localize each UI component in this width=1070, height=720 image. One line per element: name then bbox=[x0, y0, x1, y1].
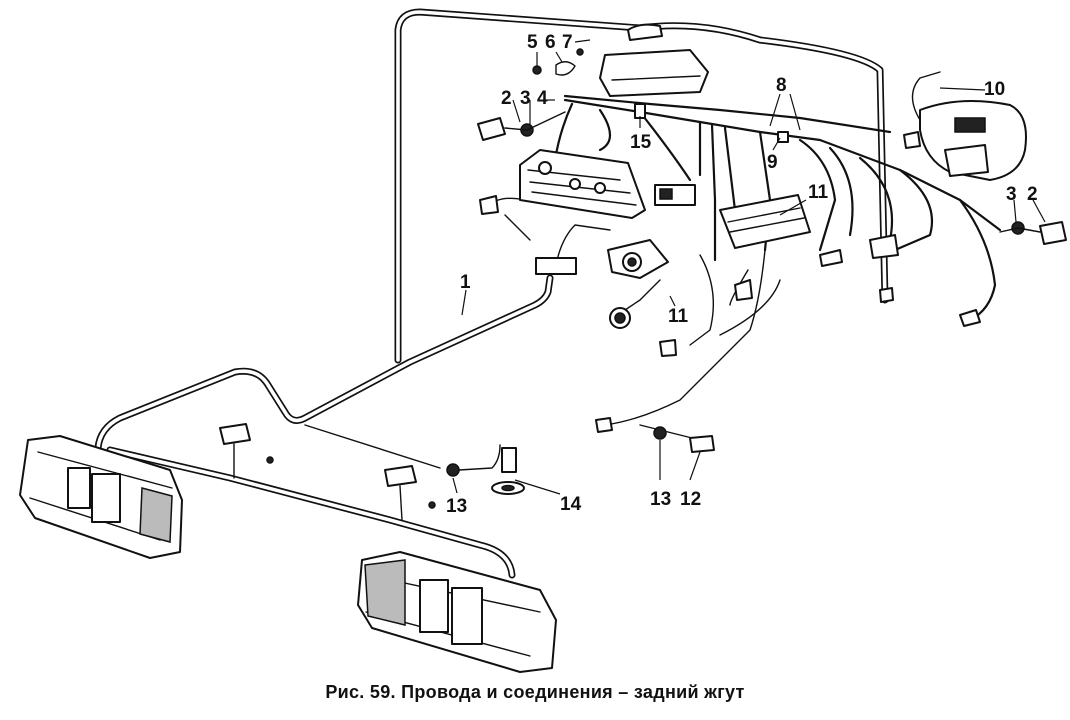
boot-lamp bbox=[304, 424, 525, 495]
callout-13-right: 13 bbox=[650, 489, 671, 510]
switch-right bbox=[903, 131, 1067, 245]
connectors bbox=[532, 48, 981, 453]
callout-12: 12 bbox=[680, 489, 701, 510]
glovebox-lamp bbox=[911, 71, 1027, 181]
callout-10: 10 bbox=[984, 79, 1005, 100]
switch-left bbox=[477, 111, 566, 215]
callout-labels: 1 2 3 4 5 6 7 8 9 10 11 11 12 13 13 14 1… bbox=[446, 32, 1038, 517]
callout-7: 7 bbox=[562, 32, 573, 53]
callout-8: 8 bbox=[776, 75, 787, 96]
callout-11-lower: 11 bbox=[668, 306, 689, 327]
callout-14: 14 bbox=[560, 494, 582, 515]
callout-9: 9 bbox=[767, 152, 778, 173]
tail-lamp-left bbox=[19, 435, 183, 559]
rear-harness bbox=[94, 8, 889, 579]
callout-2-right: 2 bbox=[1027, 184, 1038, 205]
leader-lines bbox=[452, 39, 1046, 495]
callout-11-upper: 11 bbox=[808, 182, 829, 203]
instrument-cluster bbox=[519, 149, 646, 219]
callout-2-left: 2 bbox=[501, 88, 512, 109]
plate-lamps bbox=[219, 423, 436, 521]
callout-3-left: 3 bbox=[520, 88, 531, 109]
callout-1: 1 bbox=[460, 272, 471, 293]
tail-lamp-right bbox=[357, 551, 557, 673]
callout-13-center: 13 bbox=[446, 496, 467, 517]
figure-caption: Рис. 59. Провода и соединения – задний ж… bbox=[325, 682, 745, 702]
callout-4: 4 bbox=[537, 88, 548, 109]
courtesy-lamp bbox=[599, 23, 709, 97]
wiring-diagram-drawing: 1 2 3 4 5 6 7 8 9 10 11 11 12 13 13 14 1… bbox=[19, 8, 1067, 673]
callout-5: 5 bbox=[527, 32, 538, 53]
callout-3-right: 3 bbox=[1006, 184, 1017, 205]
ignition-switch bbox=[607, 239, 669, 329]
callout-6: 6 bbox=[545, 32, 556, 53]
relay-block bbox=[535, 184, 811, 275]
callout-15: 15 bbox=[630, 132, 652, 153]
